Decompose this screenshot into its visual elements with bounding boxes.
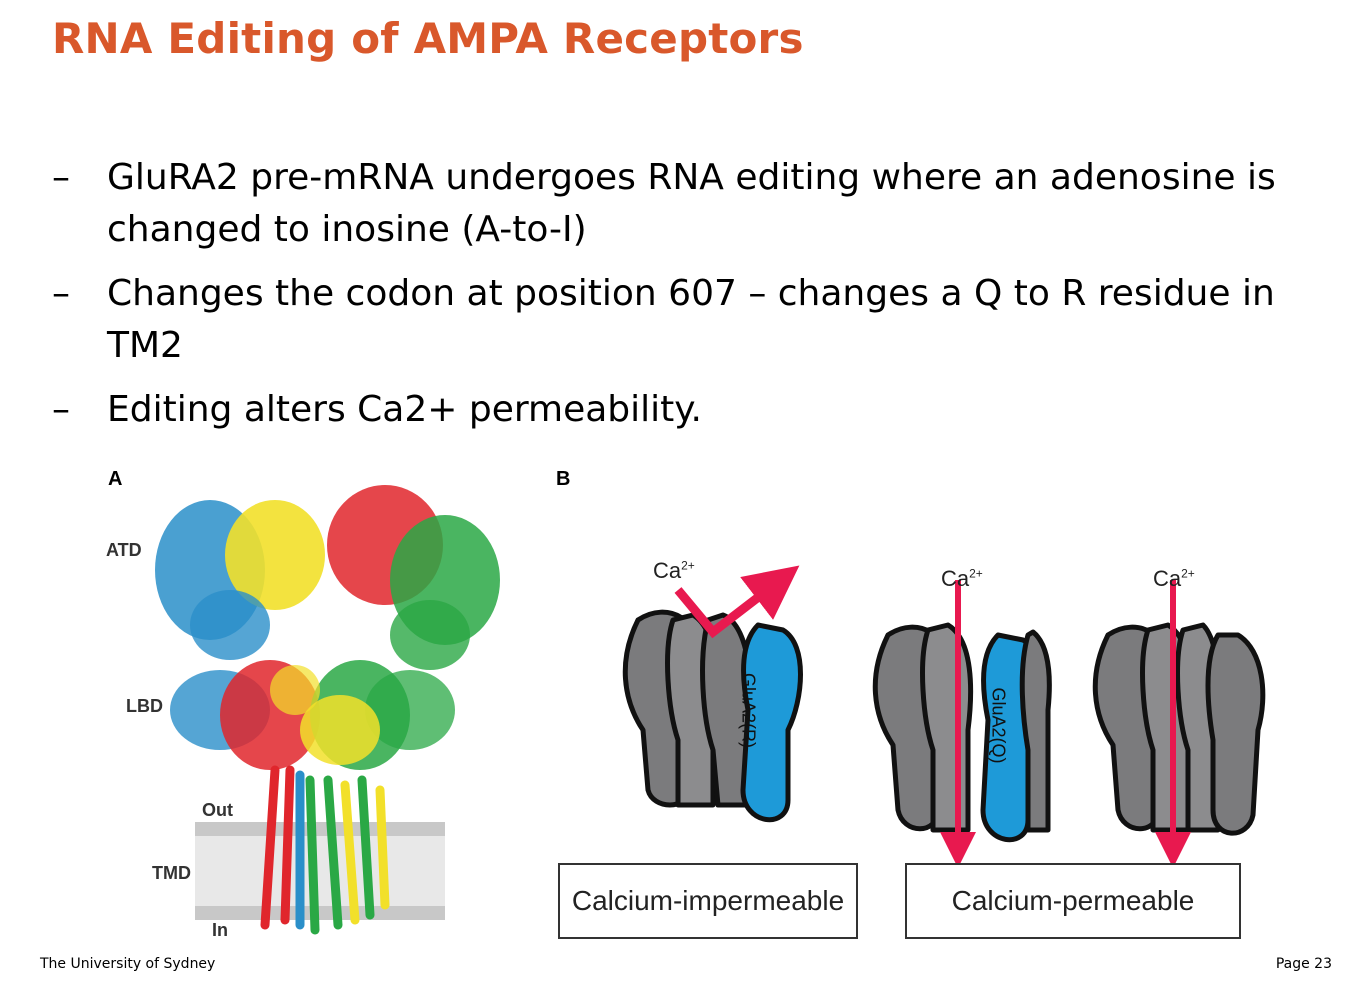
bullet-list: – GluRA2 pre-mRNA undergoes RNA editing … [52, 152, 1332, 448]
channel-diagram [622, 565, 1266, 868]
subunit-label-glua2-r: GluA2(R) [738, 672, 759, 748]
ion-symbol: Ca [653, 558, 682, 583]
slide-title: RNA Editing of AMPA Receptors [52, 14, 804, 63]
ion-symbol: Ca [941, 566, 970, 591]
footer-page-number: Page 23 [1275, 956, 1332, 972]
footer-institution: The University of Sydney [40, 956, 216, 972]
bullet-dash: – [52, 273, 70, 314]
bullet-dash: – [52, 389, 70, 430]
panel-label-b: B [556, 468, 571, 490]
label-out: Out [202, 800, 233, 820]
bullet-text: Changes the codon at position 607 – chan… [107, 273, 1275, 366]
caption-impermeable: Calcium-impermeable [558, 863, 858, 939]
label-tmd: TMD [152, 863, 191, 883]
label-atd: ATD [106, 540, 142, 560]
ion-charge: 2+ [969, 566, 983, 581]
figure-b-permeability-diagram: B Ca2+ Ca2+ Ca2+ GluA2(R) GluA2(Q) Calci… [548, 460, 1268, 950]
ion-label-1: Ca2+ [653, 558, 695, 584]
bullet-dash: – [52, 157, 70, 198]
ion-label-2: Ca2+ [941, 566, 983, 592]
bullet-item: – Editing alters Ca2+ permeability. [52, 384, 1332, 436]
receptor-structure-illustration [155, 485, 500, 935]
bullet-item: – Changes the codon at position 607 – ch… [52, 268, 1332, 372]
ion-charge: 2+ [681, 558, 695, 573]
subunit-label-glua2-q: GluA2(Q) [988, 687, 1009, 764]
bullet-text: Editing alters Ca2+ permeability. [107, 389, 702, 430]
panel-label-a: A [108, 468, 123, 490]
figure-a-receptor-structure: A ATD LBD Out TMD In [100, 460, 520, 950]
caption-permeable: Calcium-permeable [905, 863, 1241, 939]
label-in: In [212, 920, 228, 940]
ion-label-3: Ca2+ [1153, 566, 1195, 592]
ion-symbol: Ca [1153, 566, 1182, 591]
label-lbd: LBD [126, 696, 163, 716]
bullet-item: – GluRA2 pre-mRNA undergoes RNA editing … [52, 152, 1332, 256]
ion-charge: 2+ [1181, 566, 1195, 581]
bullet-text: GluRA2 pre-mRNA undergoes RNA editing wh… [107, 157, 1276, 250]
